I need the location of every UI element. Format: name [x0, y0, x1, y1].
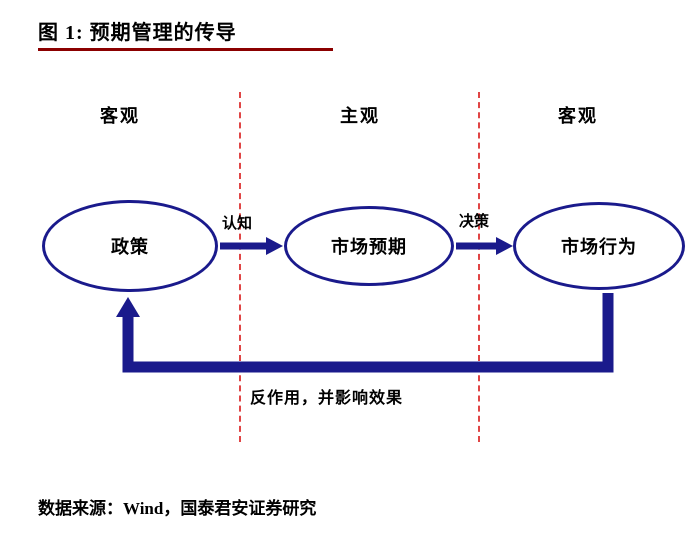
arrow-decision-head-icon: [496, 237, 513, 255]
divider-dashed-left: [239, 92, 241, 442]
source-text: 数据来源：Wind，国泰君安证券研究: [38, 499, 317, 518]
column-label-objective-left: 客观: [100, 106, 140, 126]
column-label-subjective: 主观: [340, 106, 380, 126]
node-policy-label: 政策: [111, 237, 149, 257]
node-market-behavior: 市场行为: [513, 202, 685, 290]
arrow-label-decision: 决策: [459, 214, 490, 230]
feedback-arrowhead-icon: [116, 297, 140, 317]
feedback-label: 反作用，并影响效果: [250, 390, 404, 407]
feedback-loop-line: [122, 293, 614, 373]
node-market-expectation: 市场预期: [284, 206, 454, 286]
arrow-cognition-head-icon: [266, 237, 283, 255]
node-policy: 政策: [42, 200, 218, 292]
node-market-behavior-label: 市场行为: [561, 237, 637, 257]
column-label-objective-right: 客观: [558, 106, 598, 126]
arrow-label-cognition: 认知: [222, 216, 253, 232]
figure-title: 图 1: 预期管理的传导: [38, 22, 237, 44]
title-underline: [38, 48, 333, 51]
divider-dashed-right: [478, 92, 480, 442]
node-market-expectation-label: 市场预期: [331, 237, 407, 257]
